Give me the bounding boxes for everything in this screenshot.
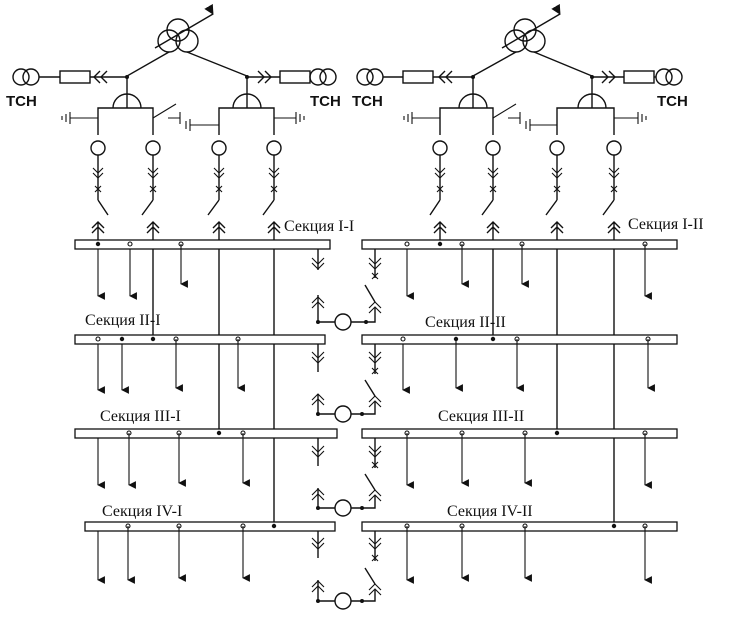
circuit-breaker-icon (368, 257, 382, 280)
circuit-breaker-icon (487, 167, 499, 193)
reactor-branches-right (403, 103, 647, 527)
earthing-switch-icon (61, 112, 98, 124)
switch-icon (429, 195, 447, 242)
current-transformer-icon (90, 140, 106, 156)
earthing-switch-icon (525, 119, 557, 131)
section-label-2-2: Секция II-II (425, 314, 506, 331)
section-label-1-2: Секция I-II (628, 216, 704, 233)
tch-label: ТСН (352, 93, 383, 110)
current-transformer-icon (432, 140, 448, 156)
auxiliary-transformer-icon (655, 68, 683, 86)
tch-label: ТСН (310, 93, 341, 110)
sectional-ties (311, 249, 382, 610)
earthing-switch-icon (492, 103, 521, 124)
switch-icon (602, 195, 621, 527)
busbar-section-2-1 (74, 334, 326, 345)
busbar-section-3-2 (361, 428, 678, 439)
generator-unit-right: ТСН ТСН (352, 3, 688, 527)
bus-tie-2 (311, 344, 382, 423)
disconnector-icon (93, 70, 108, 84)
three-winding-transformer-icon (154, 3, 214, 53)
current-transformer-icon (485, 140, 501, 156)
section-label-1-1: Секция I-I (284, 218, 354, 235)
generator-unit-left: ТСН ТСН (6, 3, 341, 527)
busbar-section-1-1 (74, 239, 331, 250)
current-transformer-icon (211, 140, 227, 156)
earthing-switch-icon (185, 119, 219, 131)
bus-tie-4 (311, 531, 382, 610)
section-label-2-1: Секция II-I (85, 312, 161, 329)
switch-icon (141, 195, 160, 338)
current-transformer-icon (334, 405, 352, 423)
circuit-breaker-icon (608, 167, 620, 193)
earthing-switch-icon (614, 112, 647, 124)
circuit-breaker-icon (368, 351, 382, 375)
circuit-breaker-icon (268, 167, 280, 193)
current-transformer-icon (334, 592, 352, 610)
busbar-section-3-1 (74, 428, 338, 439)
bus-tie-3 (311, 438, 382, 517)
busbar-section-4-2 (361, 521, 678, 532)
circuit-breaker-icon (368, 445, 382, 469)
section-label-4-2: Секция IV-II (447, 503, 533, 520)
current-transformer-icon (266, 140, 282, 156)
section-label-3-1: Секция III-I (100, 408, 181, 425)
circuit-breaker-icon (92, 167, 104, 193)
circuit-breaker-icon (147, 167, 159, 193)
section-label-3-2: Секция III-II (438, 408, 524, 425)
tch-label: ТСН (6, 93, 37, 110)
fuse-icon (623, 70, 655, 84)
busbar-section-4-1 (84, 521, 336, 532)
switch-icon (207, 195, 226, 432)
circuit-breaker-icon (368, 537, 382, 562)
current-transformer-icon (549, 140, 565, 156)
fuse-icon (402, 70, 434, 84)
switch-icon (262, 195, 281, 527)
fuse-icon (279, 70, 311, 84)
circuit-breaker-icon (213, 167, 225, 193)
current-transformer-icon (145, 140, 161, 156)
circuit-breaker-icon (434, 167, 446, 193)
earthing-switch-icon (152, 103, 181, 124)
switch-icon (481, 195, 500, 338)
switch-icon (91, 195, 109, 242)
supply-connection-dots (95, 241, 617, 529)
auxiliary-transformer-icon (12, 68, 40, 86)
switch-icon (545, 195, 564, 432)
circuit-breaker-icon (551, 167, 563, 193)
auxiliary-transformer-icon (356, 68, 384, 86)
current-transformer-icon (606, 140, 622, 156)
three-winding-transformer-icon (501, 3, 561, 53)
feeders (95, 241, 655, 584)
fuse-icon (59, 70, 91, 84)
disconnector-icon (257, 70, 272, 84)
busbars (74, 239, 678, 532)
earthing-switch-icon (403, 112, 440, 124)
disconnector-icon (438, 70, 453, 84)
reactor-branches-left (61, 103, 305, 527)
earthing-switch-icon (274, 112, 305, 124)
tch-label: ТСН (657, 93, 688, 110)
current-transformer-icon (334, 313, 352, 331)
auxiliary-transformer-icon (309, 68, 337, 86)
disconnector-icon (601, 70, 616, 84)
section-label-4-1: Секция IV-I (102, 503, 182, 520)
bus-tie-1 (311, 249, 382, 331)
current-transformer-icon (334, 499, 352, 517)
